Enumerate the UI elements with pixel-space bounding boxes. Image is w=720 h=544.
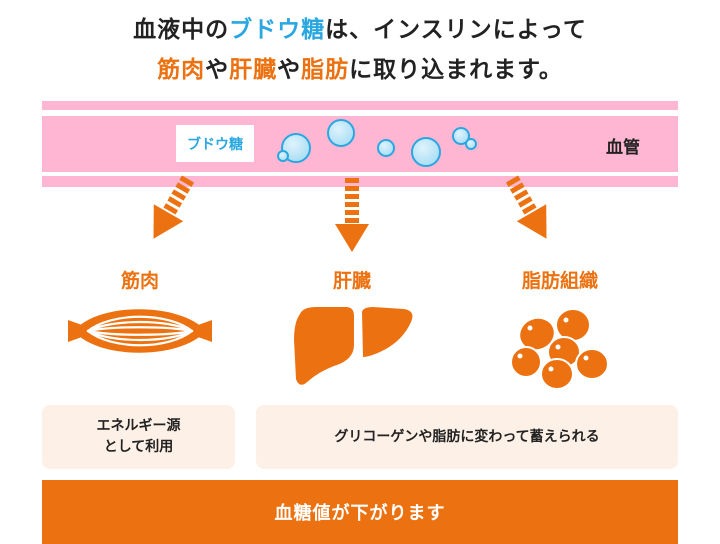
vessel-wall-bottom (42, 176, 678, 187)
glucose-molecule (465, 138, 477, 150)
muscle-effect-line: として利用 (103, 439, 174, 455)
liver-icon (294, 307, 413, 385)
liver-fat-effect-text: グリコーゲンや脂肪に変わって蓄えられる (334, 428, 600, 445)
muscle-icon (68, 309, 212, 353)
title-text: や (205, 57, 230, 83)
title-text: は、インスリンによって (325, 17, 587, 43)
glucose-molecule (452, 127, 470, 145)
title-text: 血液中の (133, 17, 230, 43)
title-glucose-highlight: ブドウ糖 (229, 17, 326, 43)
blood-vessel (42, 116, 678, 172)
glucose-molecule (411, 137, 441, 167)
fat-cell-nuclei (517, 317, 589, 372)
glucose-molecule (277, 150, 289, 162)
result-banner: 血糖値が下がります (42, 480, 678, 544)
arrow-to-liver-icon (335, 178, 369, 252)
glucose-label: ブドウ糖 (176, 125, 254, 162)
arrow-to-muscle-icon (153, 175, 195, 239)
glucose-molecule (281, 133, 311, 163)
glucose-molecules-icon (277, 119, 477, 167)
muscle-effect-line: エネルギー源 (96, 418, 181, 434)
organ-label-fat: 脂肪組織 (521, 270, 598, 292)
title-liver-highlight: 肝臓 (229, 57, 278, 83)
glucose-molecule (327, 119, 355, 147)
title-text: や (277, 57, 302, 83)
organ-label-muscle: 筋肉 (120, 270, 159, 292)
vessel-label: 血管 (606, 138, 640, 158)
title-line-2: 筋肉や肝臓や脂肪に取り込まれます。 (0, 50, 720, 84)
organ-label-liver: 肝臓 (332, 270, 371, 292)
glucose-molecule (377, 139, 395, 157)
title-muscle-highlight: 筋肉 (157, 57, 206, 83)
vessel-wall-top (42, 101, 678, 110)
title-line-1: 血液中のブドウ糖は、インスリンによって (0, 10, 720, 44)
title-text: に取り込まれます。 (349, 57, 563, 83)
result-text: 血糖値が下がります (274, 503, 446, 524)
arrow-to-fat-icon (505, 175, 547, 239)
liver-fat-effect-box: グリコーゲンや脂肪に変わって蓄えられる (256, 405, 678, 469)
title-fat-highlight: 脂肪 (301, 57, 350, 83)
muscle-effect-box: エネルギー源 として利用 (42, 405, 235, 469)
